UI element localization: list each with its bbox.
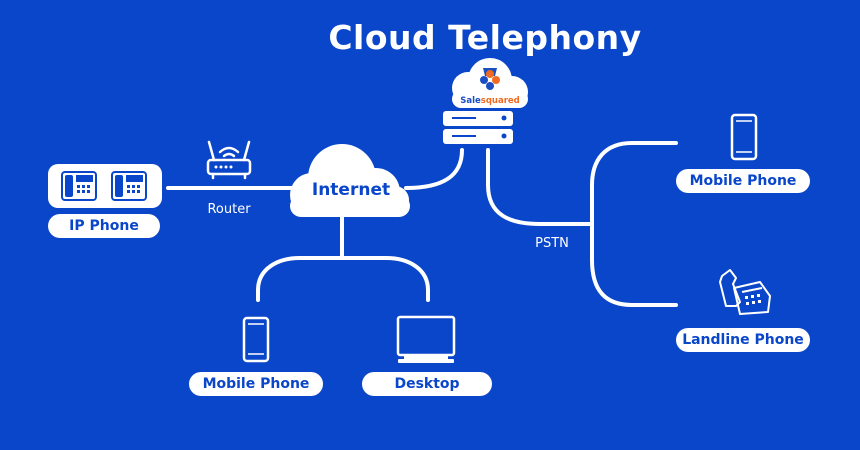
- router-lights: [214, 165, 233, 169]
- pstn-label: PSTN: [535, 236, 569, 251]
- router-label: Router: [207, 202, 251, 217]
- pstn-branch-line: [590, 141, 678, 307]
- salesquared-logo-mark: [480, 68, 500, 90]
- smartphone-icon-bottom: [242, 316, 270, 363]
- landline-phone-label: Landline Phone: [676, 328, 810, 352]
- smartphone-icon-right: [730, 113, 758, 161]
- salesquared-cloud-logo: [452, 58, 528, 108]
- ip-phone-label: IP Phone: [48, 214, 160, 238]
- monitor-icon: [396, 315, 456, 363]
- connector-lines: [166, 141, 678, 307]
- mobile-phone-right-label: Mobile Phone: [676, 169, 810, 193]
- wifi-router-icon: [206, 140, 252, 180]
- internet-branch-line: [256, 256, 430, 302]
- landline-phone-icon: [719, 269, 771, 315]
- mobile-phone-bottom-label: Mobile Phone: [189, 372, 323, 396]
- server-to-pstn-line: [486, 148, 594, 226]
- internet-label: Internet: [311, 180, 391, 200]
- ip-desk-phone-icon: [48, 164, 162, 208]
- internet-to-server-line: [404, 148, 464, 190]
- salesquared-wordmark: Salesquared: [455, 96, 525, 106]
- desktop-label: Desktop: [362, 372, 492, 396]
- server-icon: [443, 111, 513, 144]
- brand-part1: Sale: [460, 96, 481, 106]
- cloud-icon: [290, 144, 410, 217]
- brand-part2: squared: [480, 96, 520, 106]
- diagram-title: Cloud Telephony: [328, 18, 642, 57]
